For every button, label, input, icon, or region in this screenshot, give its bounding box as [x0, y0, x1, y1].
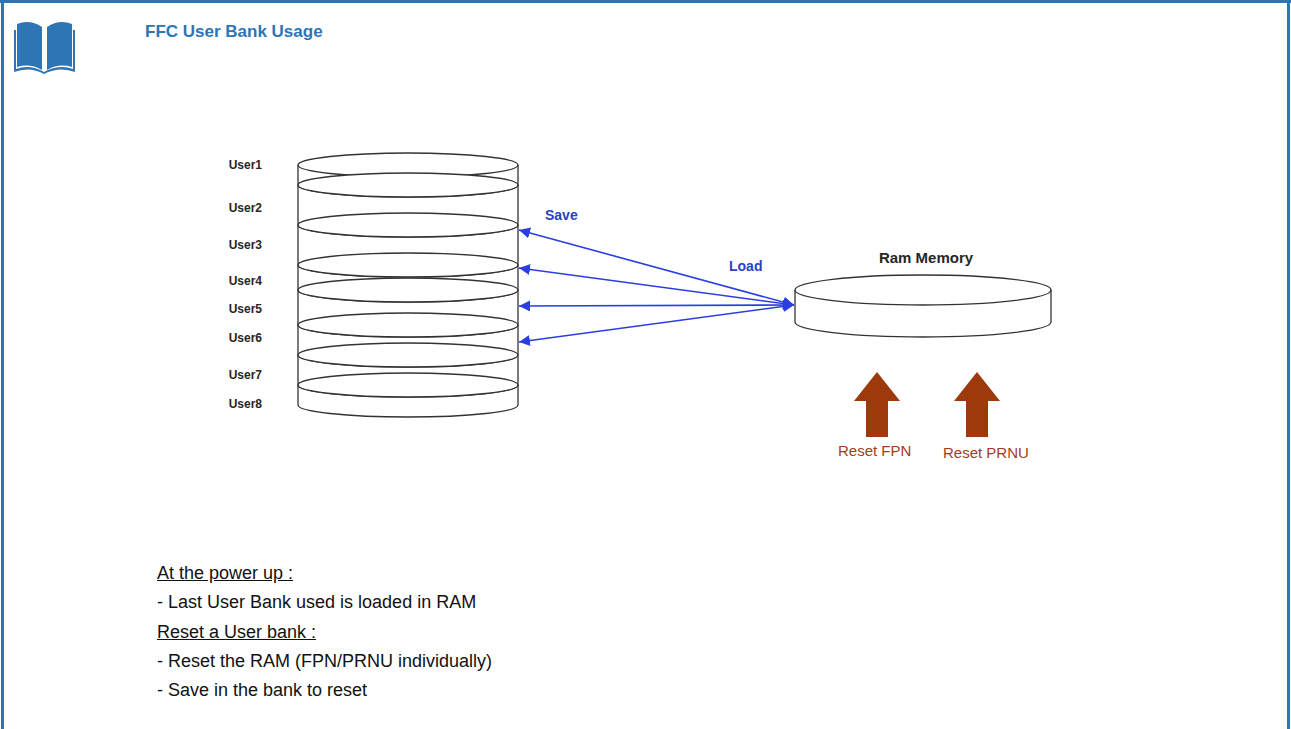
cylinder-strokes: [298, 173, 518, 237]
diagram-title: FFC User Bank Usage: [145, 22, 323, 42]
bank-label: User4: [229, 274, 262, 288]
disk-top: [298, 278, 518, 302]
bank-label: User8: [229, 397, 262, 411]
note-line: - Save in the bank to reset: [157, 680, 367, 701]
disk-side: [297, 355, 298, 385]
cylinder-strokes: [298, 153, 518, 197]
ram-side: [794, 290, 795, 322]
disk-top: [298, 343, 518, 367]
ram-bottom: [795, 322, 1051, 337]
cylinder-strokes: [298, 313, 518, 367]
frame-line: [0, 0, 1291, 3]
bank-label: User5: [229, 302, 262, 316]
book-page: [47, 22, 72, 70]
cylinder-strokes: [795, 275, 1051, 337]
book-cover: [14, 30, 75, 74]
edge-label: Save: [543, 207, 580, 223]
edge-label: Load: [727, 258, 764, 274]
disk-side: [297, 265, 298, 290]
note-line: - Reset the RAM (FPN/PRNU individually): [157, 651, 492, 672]
disk-bottom: [298, 405, 518, 417]
disk-top: [298, 173, 518, 197]
cylinder-strokes: [298, 213, 518, 277]
reset-arrow: [854, 372, 900, 437]
disk-outline: [297, 372, 519, 418]
memory-label: Ram Memory: [879, 249, 973, 266]
disk-side: [517, 225, 518, 265]
bank-label: User2: [229, 201, 262, 215]
cylinder-strokes: [298, 278, 518, 337]
bank-label: User7: [229, 368, 262, 382]
ram-memory-disk: Ram Memory: [794, 248, 1052, 340]
disk-side: [517, 385, 518, 405]
book-page: [17, 22, 42, 70]
disk-side: [297, 290, 298, 325]
save-load-arrow: [519, 305, 794, 342]
disk-side: [297, 185, 298, 225]
reset-label: Reset PRNU: [943, 444, 1029, 461]
disk-side: [517, 165, 518, 185]
disk-side: [297, 325, 298, 355]
note-heading: At the power up :: [157, 563, 293, 584]
disk-top: [298, 313, 518, 337]
frame-line: [1287, 0, 1290, 729]
book-icon: [14, 22, 75, 74]
cylinder-strokes: [298, 253, 518, 302]
frame-line: [1, 0, 4, 729]
disk-side: [517, 355, 518, 385]
disk-side: [517, 290, 518, 325]
reset-arrow: [954, 372, 1000, 437]
bank-label: User6: [229, 331, 262, 345]
user-bank-disk: User8: [297, 372, 519, 418]
reset-arrows: [854, 372, 1000, 437]
disk-top: [298, 373, 518, 397]
disk-side: [297, 225, 298, 265]
disk-side: [297, 165, 298, 185]
bank-label: User3: [229, 238, 262, 252]
cylinder-strokes: [298, 373, 518, 417]
disk-top: [298, 253, 518, 277]
ram-top: [795, 275, 1051, 305]
ram-side: [1050, 290, 1051, 322]
disk-side: [517, 185, 518, 225]
note-heading: Reset a User bank :: [157, 622, 316, 643]
save-load-arrow: [519, 305, 794, 306]
bank-label: User1: [229, 158, 262, 172]
disk-top: [298, 213, 518, 237]
disk-side: [517, 325, 518, 355]
disk-side: [517, 265, 518, 290]
note-line: - Last User Bank used is loaded in RAM: [157, 592, 476, 613]
disk-side: [297, 385, 298, 405]
cylinder-strokes: [298, 343, 518, 397]
reset-label: Reset FPN: [838, 442, 911, 459]
save-load-arrow: [519, 230, 794, 305]
